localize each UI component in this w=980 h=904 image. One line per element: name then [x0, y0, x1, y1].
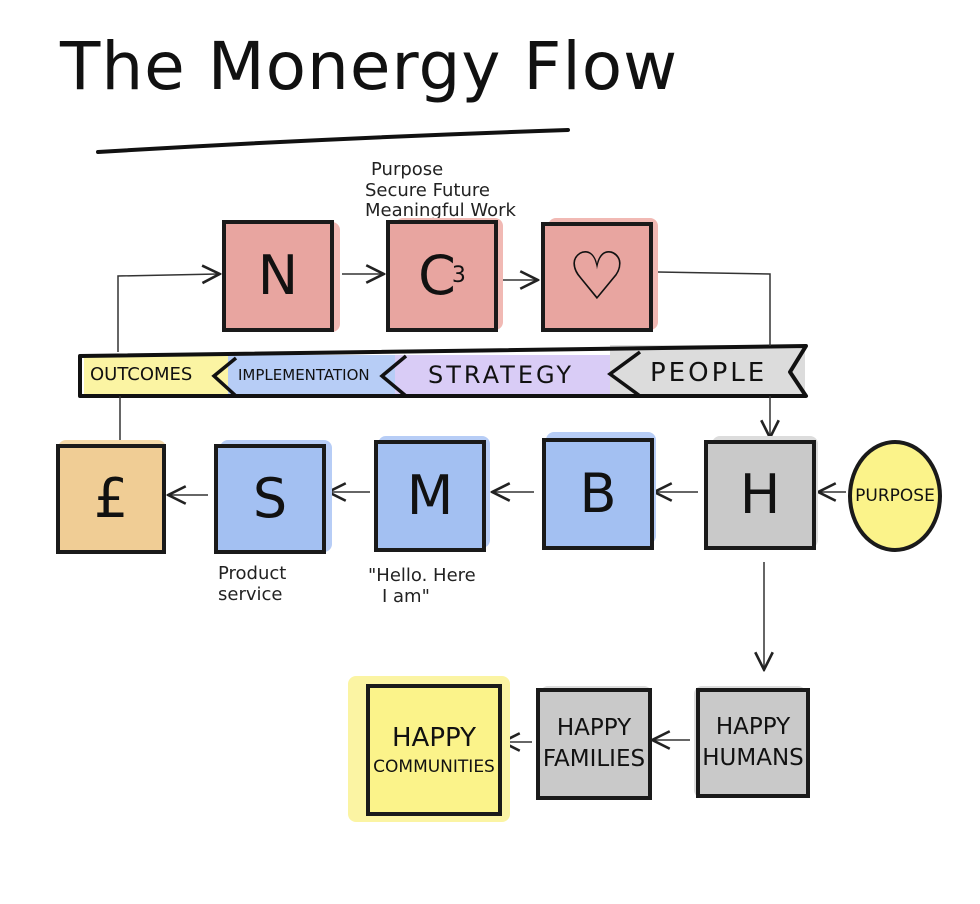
families-text: HAPPY FAMILIES	[543, 713, 645, 775]
diagram-title: The Monergy Flow	[60, 28, 679, 105]
banner-people-label: PEOPLE	[650, 358, 768, 388]
communities-line1: HAPPY	[392, 722, 477, 753]
purpose-note-line2: Secure Future	[365, 179, 490, 201]
h-letter: H	[739, 462, 781, 526]
banner-implementation-label: IMPLEMENTATION	[238, 366, 370, 384]
product-note-line1: Product	[218, 563, 287, 584]
hello-note-line1: "Hello. Here	[368, 565, 476, 586]
b-letter: B	[579, 461, 617, 525]
purpose-note-line3: Meaningful Work	[365, 200, 516, 222]
m-letter: M	[406, 463, 454, 527]
pound-symbol: £	[93, 466, 129, 530]
purpose-note: Purpose Secure Future Meaningful Work	[365, 159, 516, 222]
product-note-line2: service	[218, 583, 283, 605]
heart-box: ♡	[541, 222, 653, 332]
b-box: B	[542, 438, 654, 550]
s-letter: S	[252, 466, 288, 530]
humans-text: HAPPY HUMANS	[702, 712, 804, 774]
heart-icon: ♡	[567, 238, 627, 316]
communities-text: HAPPY COMMUNITIES	[373, 721, 495, 779]
hello-note: "Hello. Here I am"	[368, 565, 476, 607]
humans-line2: HUMANS	[702, 745, 804, 771]
arrow-heart-to-h	[657, 271, 771, 346]
product-note: Product service	[218, 563, 287, 605]
c-subscript: 3	[451, 263, 466, 289]
communities-line2: COMMUNITIES	[373, 757, 495, 778]
loop-line-to-n	[117, 274, 218, 352]
families-box: HAPPY FAMILIES	[536, 688, 652, 800]
n-box: N	[222, 220, 334, 332]
humans-box: HAPPY HUMANS	[696, 688, 810, 798]
purpose-note-line1: Purpose	[371, 159, 444, 180]
banner-people-halo	[610, 345, 805, 395]
banner-strategy-label: STRATEGY	[428, 361, 575, 389]
banner-outline	[78, 344, 808, 398]
hello-note-line2: I am"	[382, 585, 430, 607]
communities-box: HAPPY COMMUNITIES	[366, 684, 502, 816]
humans-line1: HAPPY	[715, 713, 791, 740]
purpose-circle-label: PURPOSE	[855, 486, 935, 506]
banner-divider-outcomes	[211, 356, 238, 398]
banner-outcomes-label: OUTCOMES	[90, 364, 193, 385]
banner-strategy-halo	[395, 355, 630, 397]
c-letter: C	[418, 243, 456, 307]
pound-box: £	[56, 444, 166, 554]
banner-outcomes-halo	[84, 355, 244, 397]
families-line1: HAPPY	[556, 714, 632, 741]
banner-implementation-halo	[228, 355, 408, 397]
purpose-circle: PURPOSE	[848, 440, 942, 552]
banner-divider-strategy	[607, 350, 642, 398]
title-underline	[96, 128, 570, 154]
h-box: H	[704, 440, 816, 550]
s-box: S	[214, 444, 326, 554]
banner-divider-implementation	[379, 354, 408, 398]
families-line2: FAMILIES	[542, 746, 646, 772]
m-box: M	[374, 440, 486, 552]
n-letter: N	[257, 243, 299, 307]
